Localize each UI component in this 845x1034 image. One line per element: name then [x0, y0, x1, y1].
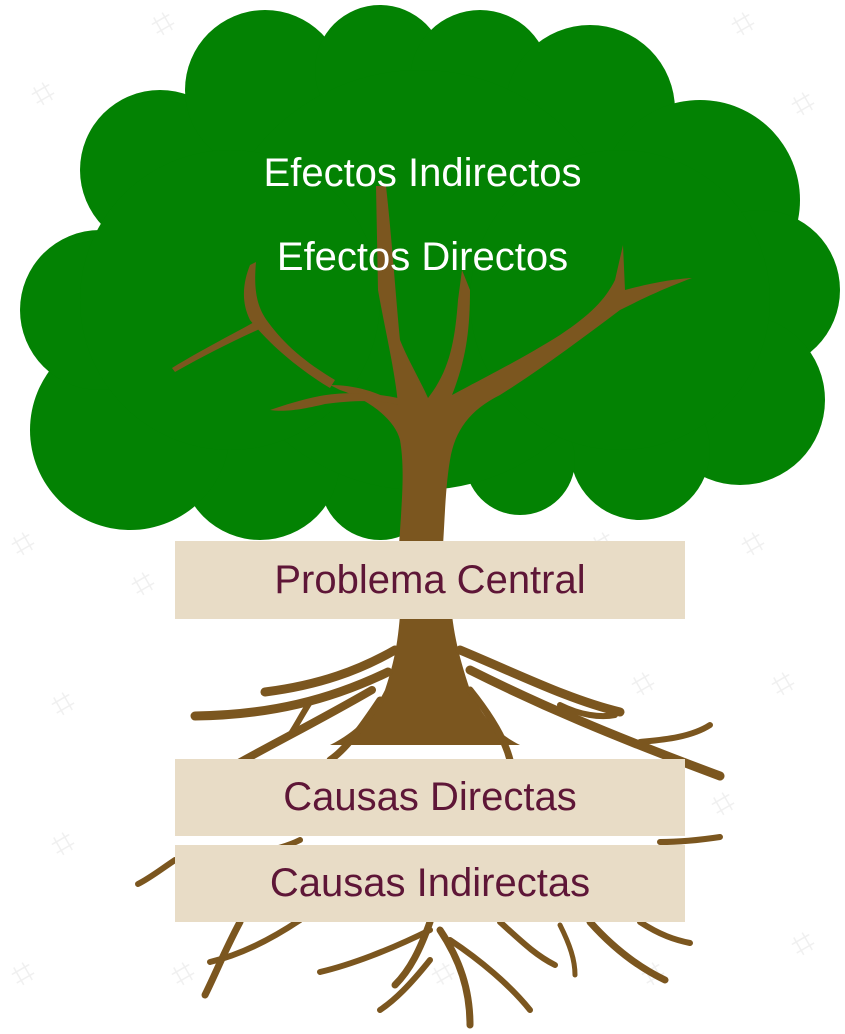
- tree-trunk: [172, 186, 692, 560]
- indirect-effects-label: Efectos Indirectos: [263, 151, 582, 195]
- central-problem-label: Problema Central: [274, 557, 586, 602]
- indirect-causes-box: Causas Indirectas: [175, 845, 685, 922]
- direct-causes-label: Causas Directas: [283, 775, 577, 819]
- central-problem-box: Problema Central: [175, 541, 685, 619]
- tree-foliage: [20, 5, 840, 540]
- indirect-causes-label: Causas Indirectas: [269, 861, 591, 905]
- direct-causes-box: Causas Directas: [175, 759, 685, 836]
- tree-lower-trunk: [330, 615, 520, 745]
- direct-effects-label: Efectos Directos: [276, 235, 569, 279]
